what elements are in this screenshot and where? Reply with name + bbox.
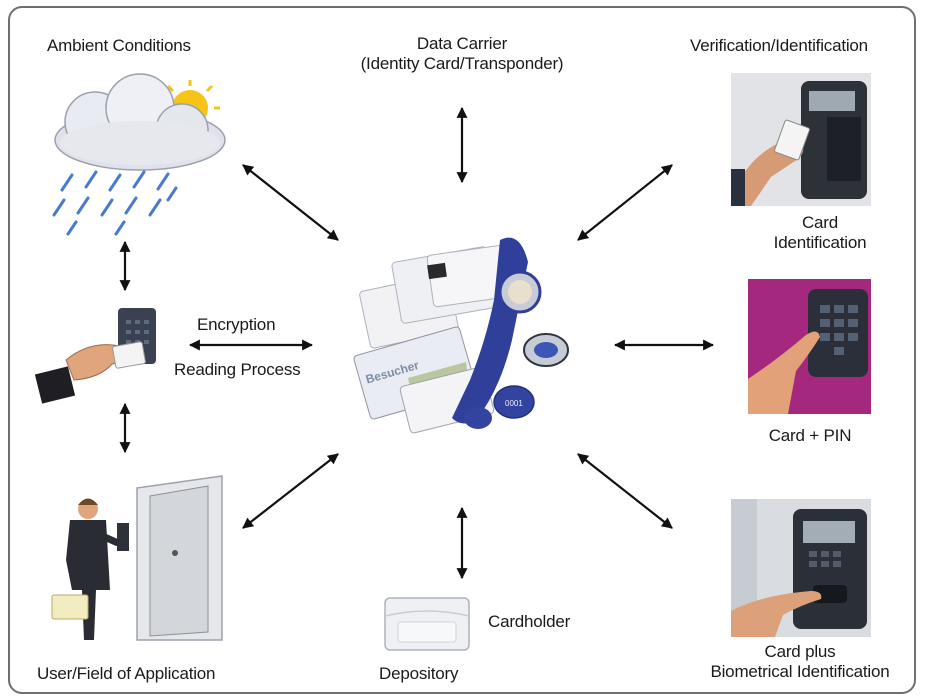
person-hair (78, 498, 98, 505)
briefcase (51, 594, 89, 620)
label-cardholder: Cardholder (488, 612, 571, 631)
fingerprint-sensor (813, 585, 847, 603)
door-leaf (149, 485, 209, 637)
label-data-carrier: Data Carrier (Identity Card/Transponder) (352, 34, 572, 74)
label-reading-process: Reading Process (174, 360, 301, 379)
wall-reader (117, 523, 129, 551)
sleeve (34, 366, 76, 404)
wristband-transponder (452, 237, 542, 424)
label-card-plus-biometrical: Card plus Biometrical Identification (690, 642, 910, 682)
arrow-ambient-to-carrier (242, 164, 339, 241)
label-data-carrier-line1: Data Carrier (416, 34, 508, 53)
label-card-identification-line2: Identification (773, 233, 867, 252)
label-data-carrier-line2: (Identity Card/Transponder) (360, 54, 564, 73)
label-card-pin: Card + PIN (768, 426, 852, 445)
photo-biometric-identification (731, 499, 871, 637)
label-card-plus-line1: Card plus (764, 642, 836, 661)
photo-card-identification (731, 73, 871, 206)
person-arm (98, 531, 120, 547)
access-card-in-hand (112, 341, 146, 369)
label-card-identification: Card Identification (760, 213, 880, 253)
cardholder-sleeve (384, 597, 470, 651)
arrow-verification-to-carrier (577, 164, 673, 241)
label-encryption: Encryption (197, 315, 276, 334)
label-depository: Depository (379, 664, 459, 683)
person-suit (66, 520, 110, 640)
label-user-field-of-application: User/Field of Application (37, 664, 216, 683)
arrow-user-to-carrier (242, 453, 339, 529)
label-verification-identification: Verification/Identification (690, 36, 868, 55)
label-card-plus-line2: Biometrical Identification (710, 662, 890, 681)
label-ambient-conditions: Ambient Conditions (47, 36, 191, 55)
arrow-carrier-to-biometric (577, 453, 673, 529)
keyfob-transponders: 0001 (464, 333, 569, 429)
finger-on-sensor (731, 591, 822, 637)
hand-with-card (731, 141, 804, 206)
card-stack (359, 244, 512, 349)
terminal-display (809, 91, 855, 111)
label-card-identification-line1: Card (801, 213, 839, 232)
rain-icon (52, 170, 178, 236)
tag-label-text: 0001 (505, 399, 523, 408)
photo-card-pin (748, 279, 871, 414)
finger-pressing (748, 331, 820, 414)
cloud-icon (54, 73, 226, 171)
door-handle (172, 550, 178, 556)
